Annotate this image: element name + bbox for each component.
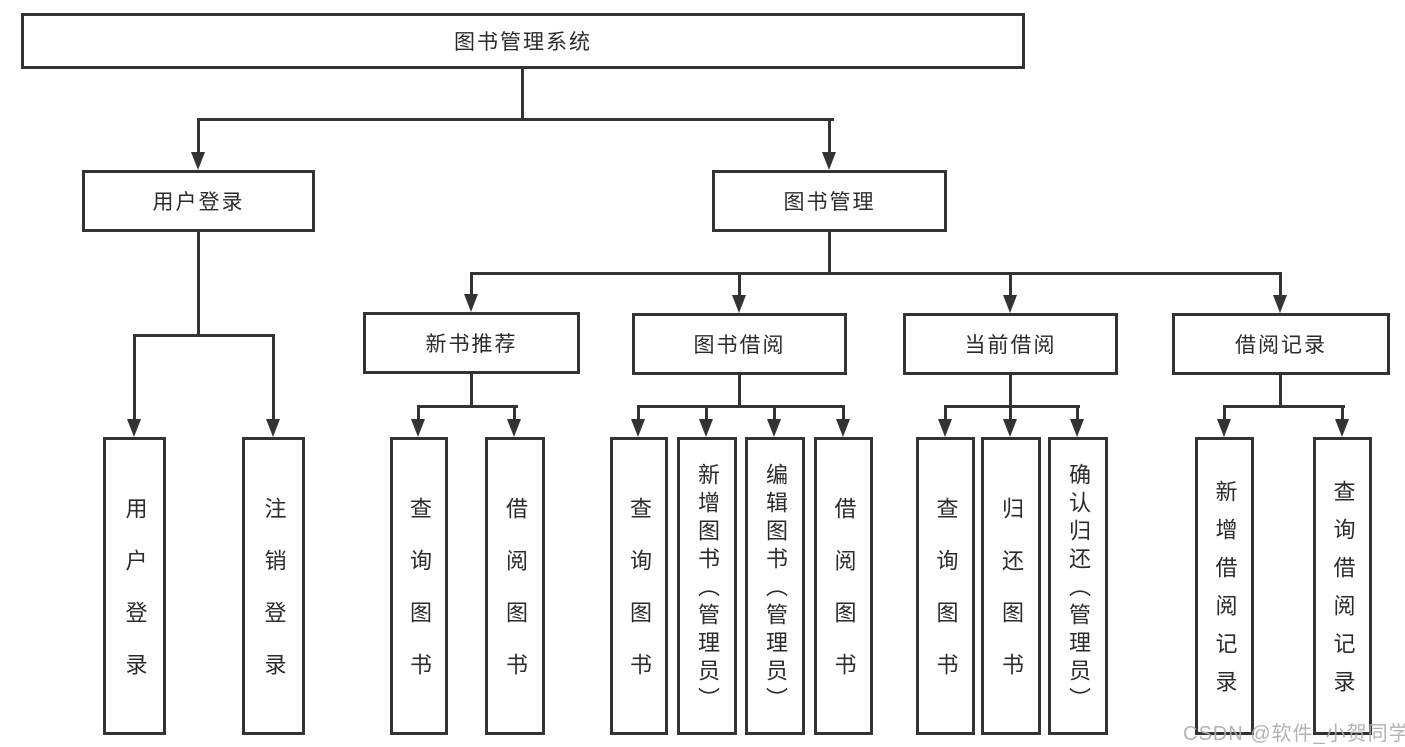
arrow-down-icon bbox=[836, 419, 850, 437]
connector-line bbox=[272, 334, 275, 419]
connector-line bbox=[470, 272, 1282, 275]
connector-line bbox=[637, 405, 640, 419]
arrow-down-icon bbox=[191, 152, 205, 170]
arrow-down-icon bbox=[507, 419, 521, 437]
node-label: 图书管理系统 bbox=[454, 31, 592, 54]
node-book-borrowing: 图书借阅 bbox=[632, 313, 847, 375]
node-leaf-current-confirm-return-admin: 确认归还（管理员） bbox=[1048, 437, 1108, 735]
connector-line bbox=[1341, 405, 1344, 419]
arrow-down-icon bbox=[822, 152, 836, 170]
node-label: 编辑图书（管理员） bbox=[763, 463, 788, 715]
connector-line bbox=[828, 118, 831, 152]
node-leaf-current-return-books: 归还图书 bbox=[981, 437, 1041, 735]
node-label: 新增图书（管理员） bbox=[695, 463, 720, 715]
connector-line bbox=[197, 118, 834, 121]
node-label: 图书管理 bbox=[783, 191, 876, 214]
arrow-down-icon bbox=[732, 295, 746, 313]
arrow-down-icon bbox=[1217, 419, 1231, 437]
arrow-down-icon bbox=[1070, 419, 1084, 437]
connector-line bbox=[197, 232, 200, 337]
connector-line bbox=[197, 118, 200, 152]
node-label: 归还图书 bbox=[999, 497, 1024, 705]
connector-line bbox=[513, 405, 516, 419]
connector-line bbox=[1223, 405, 1226, 419]
connector-line bbox=[417, 405, 518, 408]
connector-line bbox=[417, 405, 420, 419]
node-label: 查询图书 bbox=[933, 497, 959, 705]
node-leaf-borrowing-query-books: 查询图书 bbox=[610, 437, 668, 735]
connector-line bbox=[773, 405, 776, 419]
connector-line bbox=[738, 374, 741, 408]
arrow-down-icon bbox=[1003, 419, 1017, 437]
node-label: 当前借阅 bbox=[964, 334, 1057, 357]
connector-line bbox=[133, 334, 136, 419]
node-label: 借阅图书 bbox=[503, 497, 528, 705]
connector-line bbox=[521, 69, 524, 121]
node-label: 借阅记录 bbox=[1235, 334, 1327, 357]
connector-line bbox=[1279, 374, 1282, 408]
arrow-down-icon bbox=[1003, 295, 1017, 313]
arrow-down-icon bbox=[127, 419, 141, 437]
node-library-management-system: 图书管理系统 bbox=[21, 13, 1025, 69]
node-new-book-recommend: 新书推荐 bbox=[363, 312, 580, 374]
arrow-down-icon bbox=[464, 294, 478, 312]
node-label: 确认归还（管理员） bbox=[1066, 463, 1091, 715]
connector-line bbox=[842, 405, 845, 419]
node-leaf-borrowing-add-books-admin: 新增图书（管理员） bbox=[677, 437, 737, 735]
node-leaf-recommend-borrow-books: 借阅图书 bbox=[485, 437, 545, 735]
node-label: 新书推荐 bbox=[425, 333, 518, 356]
node-label: 用户登录 bbox=[152, 191, 245, 214]
node-label: 用户登录 bbox=[122, 497, 148, 705]
connector-line bbox=[705, 405, 708, 419]
arrow-down-icon bbox=[631, 419, 645, 437]
node-borrowing-records: 借阅记录 bbox=[1172, 313, 1390, 375]
connector-line bbox=[133, 334, 275, 337]
connector-line bbox=[470, 374, 473, 408]
connector-line bbox=[944, 405, 1080, 408]
node-leaf-logout: 注销登录 bbox=[242, 437, 305, 735]
connector-line bbox=[1009, 374, 1012, 408]
node-leaf-recommend-query-books: 查询图书 bbox=[390, 437, 448, 735]
arrow-down-icon bbox=[767, 419, 781, 437]
node-leaf-records-query-record: 查询借阅记录 bbox=[1313, 437, 1372, 735]
connector-line bbox=[637, 405, 845, 408]
arrow-down-icon bbox=[1335, 419, 1349, 437]
node-label: 注销登录 bbox=[261, 497, 287, 705]
connector-line bbox=[470, 272, 473, 294]
node-label: 查询图书 bbox=[627, 497, 652, 705]
node-leaf-current-query-books: 查询图书 bbox=[916, 437, 975, 735]
node-label: 图书借阅 bbox=[693, 334, 786, 357]
arrow-down-icon bbox=[938, 419, 952, 437]
node-label: 借阅图书 bbox=[831, 497, 857, 705]
csdn-watermark: CSDN @软件_小贺同学 bbox=[1183, 723, 1405, 745]
connector-line bbox=[944, 405, 947, 419]
node-leaf-borrowing-borrow-books: 借阅图书 bbox=[814, 437, 873, 735]
arrow-down-icon bbox=[266, 419, 280, 437]
connector-line bbox=[1279, 272, 1282, 295]
connector-line bbox=[1009, 405, 1012, 419]
arrow-down-icon bbox=[1273, 295, 1287, 313]
connector-line bbox=[738, 272, 741, 295]
node-label: 查询借阅记录 bbox=[1330, 480, 1356, 708]
node-current-borrowing: 当前借阅 bbox=[903, 313, 1118, 375]
connector-line bbox=[1223, 405, 1345, 408]
node-label: 查询图书 bbox=[407, 497, 432, 705]
node-leaf-user-login: 用户登录 bbox=[103, 437, 166, 735]
node-user-login-branch: 用户登录 bbox=[82, 170, 315, 232]
node-book-management-branch: 图书管理 bbox=[712, 170, 947, 232]
arrow-down-icon bbox=[411, 419, 425, 437]
connector-line bbox=[828, 232, 831, 275]
arrow-down-icon bbox=[699, 419, 713, 437]
node-leaf-records-add-record: 新增借阅记录 bbox=[1195, 437, 1254, 735]
connector-line bbox=[1076, 405, 1079, 419]
node-leaf-borrowing-edit-books-admin: 编辑图书（管理员） bbox=[745, 437, 805, 735]
node-label: 新增借阅记录 bbox=[1212, 480, 1238, 708]
connector-line bbox=[1009, 272, 1012, 295]
